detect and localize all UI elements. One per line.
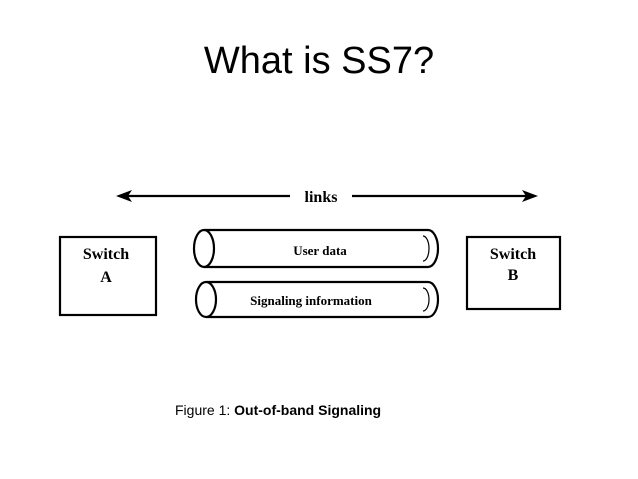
switch-a-id: A xyxy=(100,269,112,286)
figure-caption: Figure 1: Out-of-band Signaling xyxy=(175,402,381,418)
user-data-label: User data xyxy=(293,243,347,258)
caption-title: Out-of-band Signaling xyxy=(234,402,382,418)
user-data-pipe: User data xyxy=(192,228,440,269)
links-arrow: links xyxy=(116,189,538,206)
links-label: links xyxy=(305,189,338,206)
switch-b-id: B xyxy=(508,267,519,284)
switch-b-box: Switch B xyxy=(465,235,562,311)
switch-a-box: Switch A xyxy=(58,235,158,317)
caption-prefix: Figure 1: xyxy=(175,402,235,418)
switch-a-label: Switch xyxy=(83,246,129,263)
signaling-information-label: Signaling information xyxy=(250,293,372,308)
signaling-information-pipe: Signaling information xyxy=(194,280,440,319)
switch-b-label: Switch xyxy=(490,246,536,263)
slide-title: What is SS7? xyxy=(203,40,435,82)
